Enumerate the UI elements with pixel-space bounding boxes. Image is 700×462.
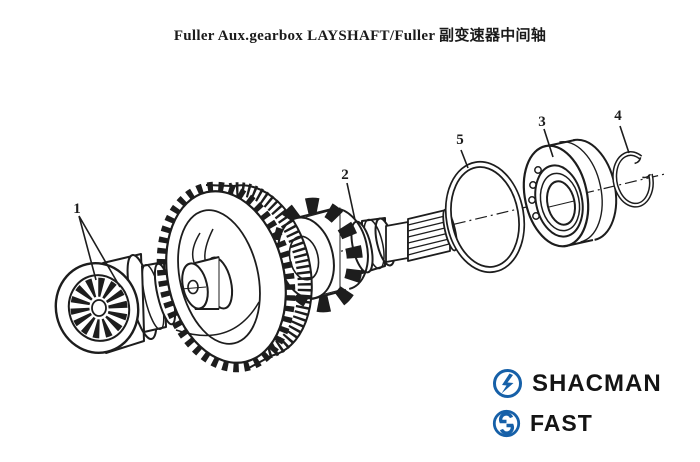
leader-lines (78, 125, 630, 288)
fast-logo: FAST (492, 409, 672, 438)
part-label-4: 4 (614, 108, 622, 124)
bearing-rollers (70, 277, 128, 339)
part-label-2: 2 (341, 167, 349, 183)
gear-bore-centerline (180, 286, 207, 290)
part-roller-bearing (54, 253, 177, 355)
fast-logo-icon (492, 409, 521, 438)
leader-line-5 (460, 149, 469, 169)
part-label-5: 5 (456, 132, 464, 148)
snap-ring-hooks (634, 157, 652, 179)
snap-ring-band-inner (613, 152, 653, 207)
leader-line-3 (543, 128, 554, 158)
gear-back-rim (232, 184, 313, 357)
bearing-bore (91, 299, 107, 317)
gear-bore (187, 279, 199, 295)
page-title: Fuller Aux.gearbox LAYSHAFT/Fuller 副变速器中… (173, 28, 547, 44)
shaft-cylinder (385, 221, 409, 263)
part-ball-bearing (522, 138, 618, 248)
shacman-logo: SHACMAN (492, 368, 672, 399)
o-ring-band-inner (446, 162, 524, 272)
leader-line-2 (346, 182, 356, 221)
leader-line-1 (78, 215, 121, 288)
ball-bearing-chamfer (559, 141, 603, 243)
leader-line-4 (619, 125, 630, 154)
part-label-1: 1 (73, 201, 81, 217)
layshaft-gear (156, 181, 313, 373)
shacman-logo-text: SHACMAN (532, 369, 662, 397)
brand-logos: SHACMAN FAST (492, 358, 672, 438)
gear-web-circle (177, 209, 261, 345)
gear-front-teeth (156, 181, 296, 373)
snap-ring-band (612, 151, 654, 208)
shacman-logo-icon (493, 369, 522, 398)
fast-logo-text: FAST (530, 410, 593, 436)
ball-bearing-bore (546, 180, 576, 226)
part-label-3: 3 (538, 114, 546, 130)
layshaft-shaft (350, 208, 458, 274)
part-snap-ring (612, 151, 654, 208)
bearing-ball (534, 166, 542, 174)
ball-bearing-groove (539, 172, 581, 232)
part-o-ring (444, 160, 526, 274)
ball-bearing-centerline (548, 200, 575, 208)
shaft-spline-lines (407, 214, 450, 256)
